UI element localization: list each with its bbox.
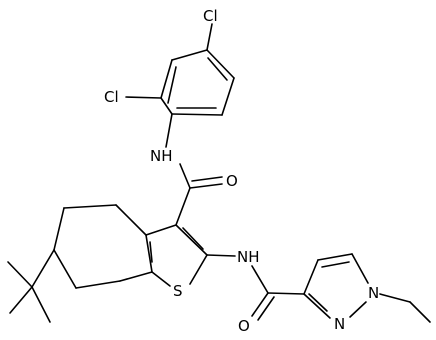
thiophene-ring [145, 224, 208, 287]
bond [303, 259, 319, 295]
bond [119, 271, 153, 282]
bond [206, 23, 213, 51]
bond [175, 187, 191, 226]
cyclohexane-ring [53, 204, 153, 289]
bond [151, 271, 171, 287]
bond [349, 301, 367, 318]
bond [53, 207, 65, 251]
bond [31, 249, 55, 288]
atom-label-o-amide-2: O [238, 317, 250, 335]
bond [63, 204, 117, 209]
atom-label-o-amide-1: O [226, 172, 238, 190]
bond [267, 292, 305, 295]
bond [53, 249, 77, 289]
bond [167, 66, 177, 104]
bond [189, 254, 208, 285]
bond [257, 296, 275, 321]
bond [160, 97, 173, 115]
bond [9, 286, 33, 314]
atom-label-cl-left: Cl [104, 88, 119, 106]
bond [171, 113, 223, 116]
bond [206, 254, 236, 257]
bond [207, 57, 228, 81]
bond [206, 49, 235, 79]
amide-group-2 [206, 254, 305, 321]
bond [31, 286, 51, 323]
bond [160, 59, 173, 99]
bond [303, 293, 331, 319]
bond [189, 183, 223, 189]
bond [351, 253, 369, 284]
bond [7, 261, 33, 288]
bond [379, 293, 411, 303]
bond [175, 224, 208, 256]
bond [171, 49, 208, 61]
atom-label-n-pyrazole-1: N [368, 284, 379, 302]
bond [75, 280, 121, 289]
atom-label-s-thiophene: S [173, 282, 183, 300]
ethyl-group [379, 293, 431, 323]
pyrazole-ring [303, 253, 369, 319]
bond [409, 301, 431, 323]
amide-group-1 [165, 113, 223, 226]
bond [165, 113, 173, 148]
bond [321, 261, 350, 268]
bond [145, 234, 153, 273]
bond [317, 253, 353, 261]
bond [308, 293, 328, 312]
atom-label-n-pyrazole-2: N [334, 315, 345, 333]
dichlorophenyl-ring [125, 23, 235, 116]
bond [149, 241, 153, 263]
atom-label-cl-top: Cl [203, 7, 218, 25]
bond [182, 227, 204, 250]
bond [125, 96, 162, 99]
bond [251, 292, 269, 317]
bond [145, 224, 177, 236]
bond [115, 204, 147, 236]
bond [251, 265, 269, 294]
bond [221, 77, 235, 116]
bond [179, 163, 191, 189]
bond [191, 176, 223, 182]
atom-label-nh-amide-2: NH [237, 248, 260, 266]
atom-label-nh-amide-1: NH [150, 147, 173, 165]
tert-butyl-group [7, 249, 55, 323]
